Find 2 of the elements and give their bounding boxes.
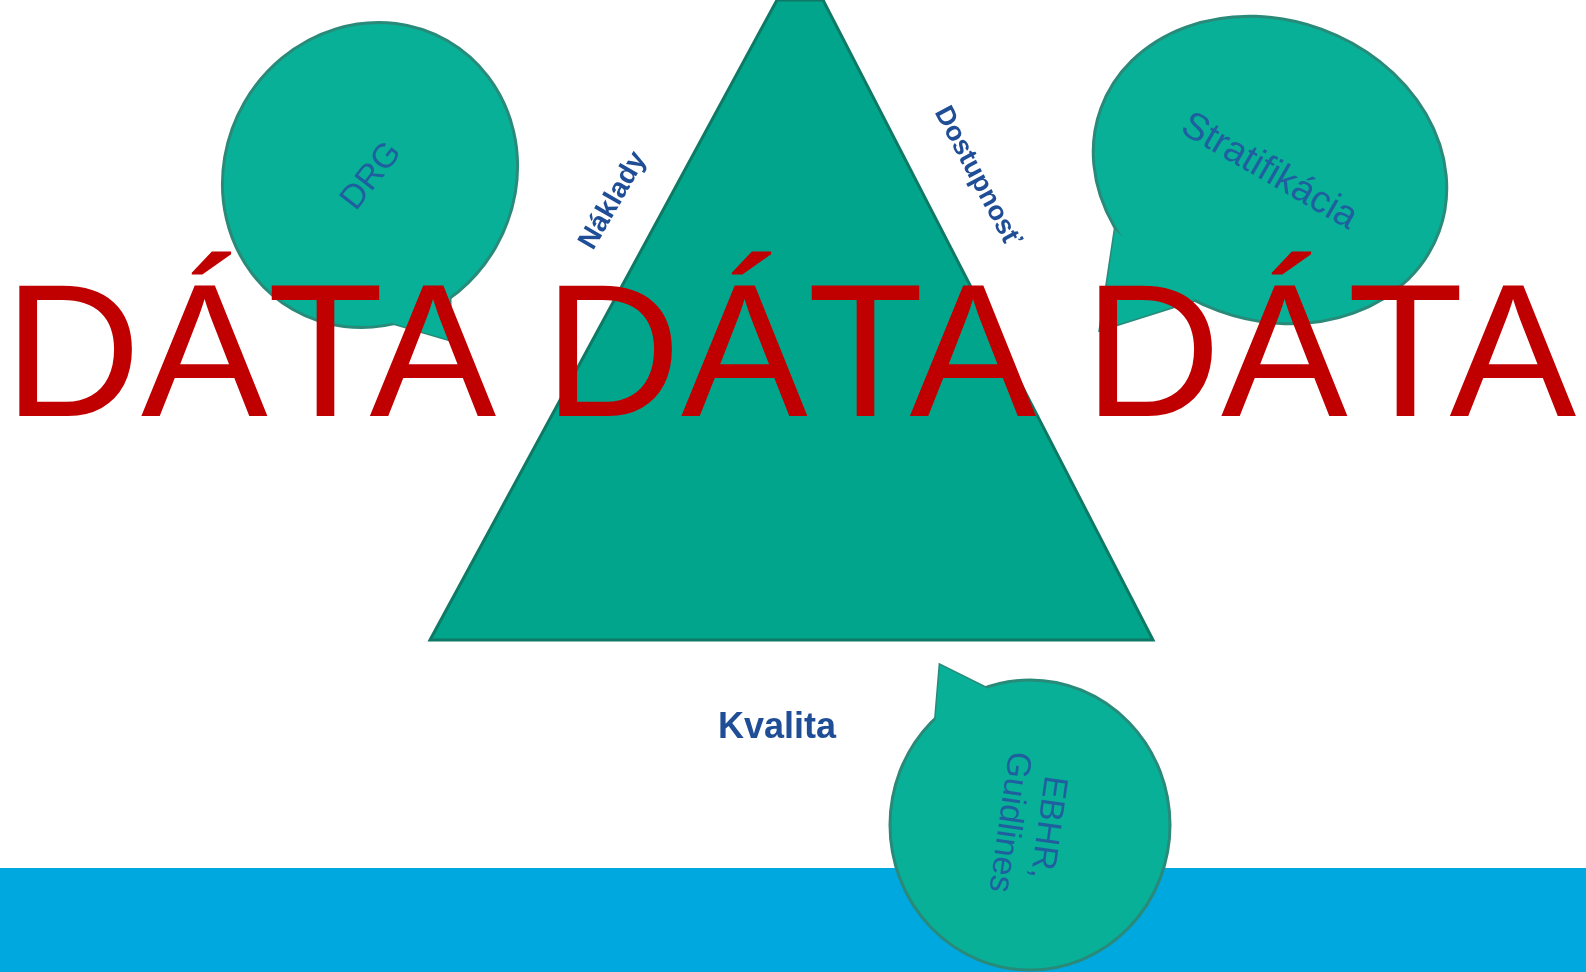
side-label: Kvalita bbox=[717, 708, 837, 744]
bubble-text: EBHR, Guidlines bbox=[981, 748, 1077, 898]
